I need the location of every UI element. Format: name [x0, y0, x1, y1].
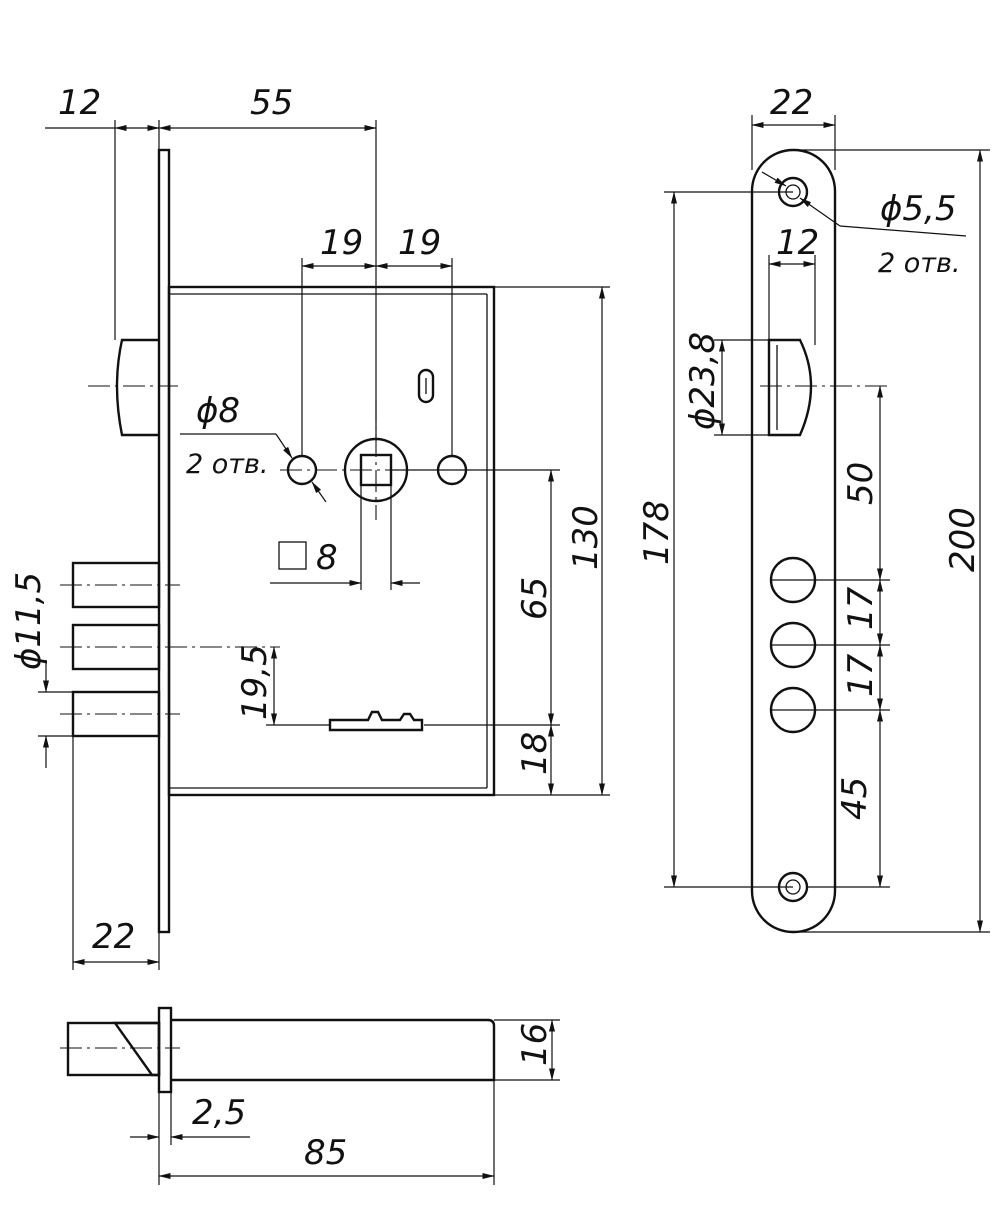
- dim-bolt-to-screw: 45: [835, 777, 875, 820]
- bottom-plate: [157, 1006, 173, 1094]
- dim-latch-width: 12: [776, 223, 819, 263]
- dim-bolt-pitch: 19,5: [235, 644, 275, 720]
- dim-screw-spacing: 178: [637, 500, 677, 565]
- dim-latch-hole-dia: ϕ23,8: [683, 332, 723, 430]
- latch-bolt: [115, 338, 159, 437]
- dim-key-to-bottom: 18: [515, 732, 555, 775]
- lock-case: [167, 285, 496, 797]
- dim-bolt-spacing-1: 17: [841, 586, 881, 630]
- dim-spindle-to-key: 65: [515, 577, 555, 620]
- dim-bolt-dia: ϕ11,5: [9, 572, 49, 670]
- dim-latch-to-bolt: 50: [841, 462, 881, 505]
- dim-spindle-square: 8: [316, 538, 338, 578]
- faceplate-side-view: 22 ϕ5,5 2 отв. 12 ϕ23,8 178 200: [637, 83, 990, 934]
- dim-strike-width: 22: [770, 83, 813, 123]
- dim-case-thickness: 16: [515, 1023, 555, 1066]
- faceplate: [157, 148, 171, 934]
- front-view: 8 12 55 19 19 ϕ8 2 отв.: [9, 83, 610, 970]
- square-symbol: [278, 541, 307, 570]
- dim-case-height: 130: [566, 505, 606, 570]
- dim-case-depth: 85: [304, 1133, 347, 1173]
- dim-backset: 55: [250, 83, 293, 123]
- dim-hole-left: 19: [320, 223, 363, 263]
- dim-bolt-throw: 22: [92, 917, 135, 957]
- dim-plate-length: 200: [943, 507, 983, 572]
- dim-mount-hole-count: 2 отв.: [186, 449, 269, 480]
- front-plate: [750, 148, 837, 934]
- dim-bolt-spacing-2: 17: [841, 653, 881, 697]
- dim-hole-right: 19: [398, 223, 441, 263]
- bottom-case: [171, 1018, 496, 1082]
- bottom-view: 16 2,5 85: [60, 1006, 560, 1185]
- dim-screw-hole-dia: ϕ5,5: [880, 189, 957, 229]
- keyhole: [328, 710, 424, 732]
- dim-screw-hole-count: 2 отв.: [878, 248, 961, 279]
- dim-faceplate-offset: 12: [58, 83, 101, 123]
- latch-profile: [767, 338, 813, 437]
- slot: [417, 368, 435, 404]
- dim-plate-thickness: 2,5: [192, 1093, 246, 1133]
- dim-mount-hole-dia: ϕ8: [196, 391, 240, 431]
